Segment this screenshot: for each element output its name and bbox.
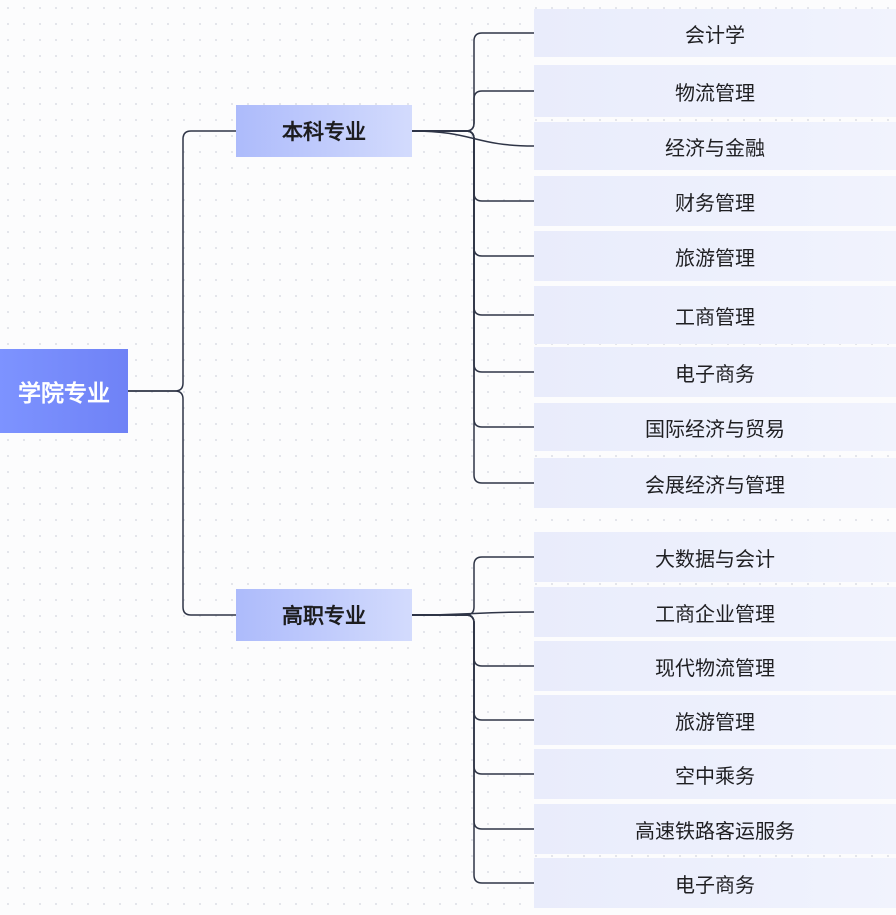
major-label: 大数据与会计 [655, 546, 775, 571]
major-item[interactable]: 高速铁路客运服务 [534, 804, 896, 854]
root-node[interactable]: 学院专业 [0, 349, 128, 433]
connector-line [412, 614, 534, 721]
major-item[interactable]: 大数据与会计 [534, 532, 896, 582]
major-label: 财务管理 [675, 190, 755, 215]
connector-line [128, 130, 236, 392]
major-label: 经济与金融 [665, 135, 765, 160]
connector-line [412, 130, 534, 257]
major-item[interactable]: 工商管理 [534, 286, 896, 344]
major-item[interactable]: 财务管理 [534, 176, 896, 226]
major-label: 会展经济与管理 [645, 472, 785, 497]
major-item[interactable]: 物流管理 [534, 65, 896, 117]
major-item[interactable]: 旅游管理 [534, 231, 896, 281]
connector-line [412, 130, 534, 428]
major-label: 物流管理 [675, 80, 755, 105]
major-label: 国际经济与贸易 [645, 416, 785, 441]
root-label: 学院专业 [18, 381, 110, 407]
major-item[interactable]: 电子商务 [534, 858, 896, 908]
major-label: 旅游管理 [675, 709, 755, 734]
branch-label: 高职专业 [282, 604, 366, 628]
branch-node-undergraduate[interactable]: 本科专业 [236, 105, 412, 157]
major-item[interactable]: 工商企业管理 [534, 587, 896, 637]
connector-line [128, 390, 236, 616]
major-item[interactable]: 空中乘务 [534, 749, 896, 799]
major-item[interactable]: 经济与金融 [534, 122, 896, 170]
major-label: 工商管理 [675, 304, 755, 329]
connector-line [412, 614, 534, 775]
major-item[interactable]: 国际经济与贸易 [534, 403, 896, 451]
connector-line [412, 130, 534, 484]
connector-line [412, 32, 534, 132]
connector-line [412, 614, 534, 830]
branch-label: 本科专业 [282, 120, 366, 144]
major-label: 工商企业管理 [655, 601, 775, 626]
major-item[interactable]: 会展经济与管理 [534, 458, 896, 508]
connector-line [412, 130, 534, 373]
connector-line [412, 130, 534, 316]
connector-line [412, 556, 534, 616]
branch-node-vocational[interactable]: 高职专业 [236, 589, 412, 641]
connector-line [412, 614, 534, 884]
major-item[interactable]: 旅游管理 [534, 695, 896, 745]
major-label: 电子商务 [675, 872, 755, 897]
major-label: 现代物流管理 [655, 655, 775, 680]
major-label: 空中乘务 [675, 763, 755, 788]
connector-line [412, 90, 534, 132]
major-item[interactable]: 现代物流管理 [534, 641, 896, 691]
connector-line [412, 614, 534, 667]
major-label: 高速铁路客运服务 [635, 818, 795, 843]
major-label: 旅游管理 [675, 245, 755, 270]
major-item[interactable]: 电子商务 [534, 347, 896, 397]
connector-line [412, 130, 534, 202]
major-label: 会计学 [685, 22, 745, 47]
major-item[interactable]: 会计学 [534, 9, 896, 57]
major-label: 电子商务 [675, 361, 755, 386]
